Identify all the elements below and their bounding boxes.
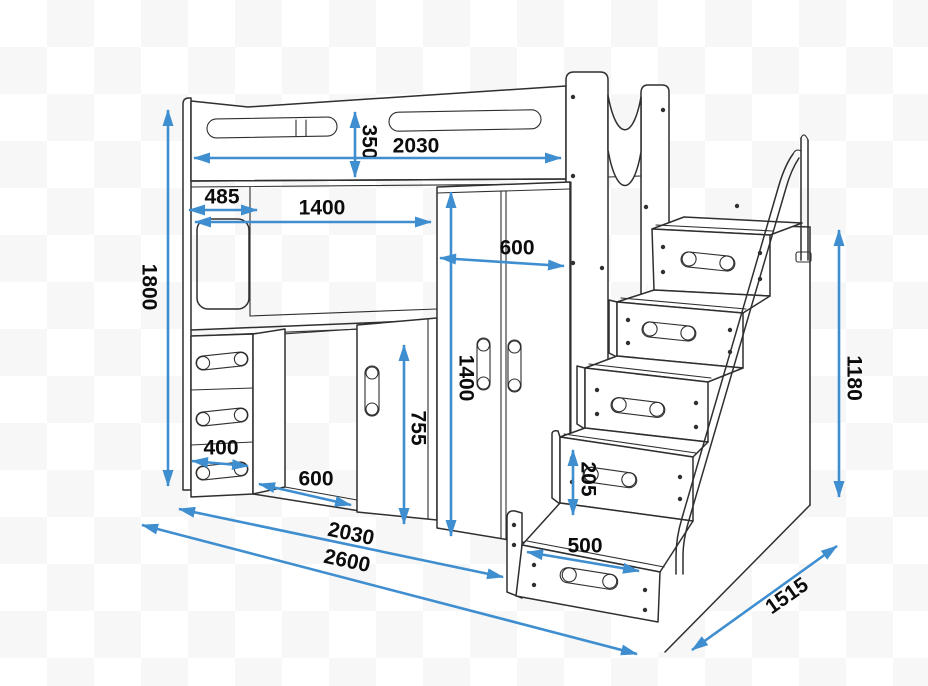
step-5-handle bbox=[680, 251, 736, 272]
dim-label-wardrobe-height: 1400 bbox=[455, 355, 478, 402]
dim-label-base-length: 2030 bbox=[326, 518, 376, 550]
dim-line-wardrobe-width bbox=[439, 253, 565, 271]
dim-line-drawer-width bbox=[191, 456, 249, 471]
dim-label-total-length: 2600 bbox=[322, 545, 372, 577]
dim-label-bed-length: 2030 bbox=[393, 135, 440, 158]
dim-line-step-drawer-width bbox=[526, 549, 640, 574]
dim-label-guard-rail-height: 350 bbox=[358, 124, 381, 159]
drawer-handle-2 bbox=[195, 407, 249, 427]
dim-label-desk-width: 1400 bbox=[299, 197, 346, 220]
step-4-handle bbox=[641, 321, 697, 342]
under-desk-cabinet bbox=[356, 317, 438, 521]
dim-label-total-height: 1800 bbox=[138, 264, 161, 311]
desk-drawer-unit bbox=[190, 328, 286, 498]
stairs-step-3 bbox=[576, 355, 744, 443]
dim-label-desk-depth: 600 bbox=[298, 468, 333, 491]
dim-label-total-depth: 1515 bbox=[761, 573, 813, 619]
step-2-handle bbox=[582, 466, 638, 489]
bed-left-panel bbox=[182, 97, 192, 491]
drawer-handle-1 bbox=[195, 351, 249, 371]
dim-label-shelf-offset: 485 bbox=[204, 186, 239, 209]
wardrobe-door-left-handle bbox=[476, 337, 491, 391]
rail-handhold-slot-left bbox=[206, 116, 338, 139]
stairs-step-5 bbox=[651, 216, 803, 297]
dim-line-total-length bbox=[141, 523, 638, 656]
rail-handhold-slot-right bbox=[388, 109, 542, 132]
cabinet-door-handle bbox=[364, 365, 380, 417]
dim-label-step-drawer-width: 500 bbox=[567, 535, 602, 558]
dim-line-total-depth bbox=[691, 544, 838, 652]
dim-label-wardrobe-width: 600 bbox=[499, 237, 534, 260]
dim-line-desk-depth bbox=[258, 482, 352, 507]
dim-label-under-desk-height: 755 bbox=[407, 410, 430, 445]
dim-label-stairs-height: 1180 bbox=[843, 355, 866, 401]
stairs-handrail bbox=[675, 134, 812, 575]
wardrobe bbox=[436, 181, 571, 551]
step-3-handle bbox=[610, 397, 666, 418]
wardrobe-door-right-handle bbox=[507, 339, 522, 393]
dim-label-drawer-width: 400 bbox=[203, 437, 238, 460]
dim-label-step-rise: 205 bbox=[577, 461, 600, 496]
stairs-step-4 bbox=[608, 289, 771, 369]
headboard-saddle-cutout bbox=[607, 94, 642, 187]
screw-dots bbox=[511, 94, 763, 613]
